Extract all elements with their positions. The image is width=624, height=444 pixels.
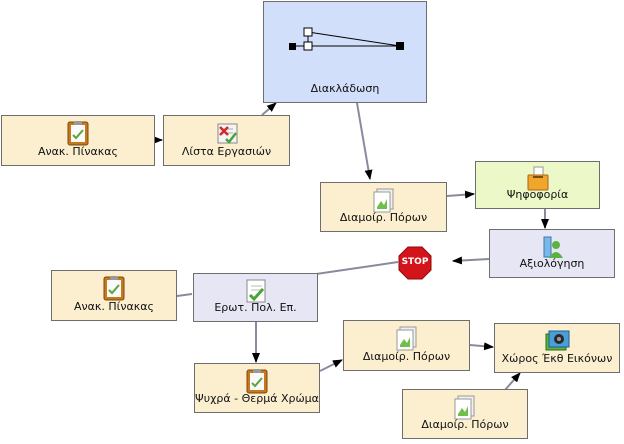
node-label: Ανακ. Πίνακας <box>38 145 118 158</box>
task-list-icon <box>217 123 237 144</box>
node-label: Διαμοίρ. Πόρων <box>339 211 428 224</box>
clipboard-icon <box>67 121 89 146</box>
activity-warm-cold-colors[interactable]: Ψυχρά - Θερμά Χρώμα <box>194 363 320 413</box>
node-label: Χώρος Έκθ Εικόνων <box>501 352 613 365</box>
assessment-icon <box>543 236 563 258</box>
image-gallery-icon <box>545 330 570 351</box>
node-label: Ανακ. Πίνακας <box>74 300 154 313</box>
node-label: Διαμοίρ. Πόρων <box>362 350 451 363</box>
edge-share1-voting <box>446 190 475 199</box>
node-label: Διακλάδωση <box>310 82 380 95</box>
activity-share-resources-3[interactable]: Διαμοίρ. Πόρων <box>402 389 528 439</box>
node-label: Αξιολόγηση <box>519 257 585 270</box>
edge-warm-share2 <box>319 359 343 372</box>
activity-task-list[interactable]: Λίστα Εργασιών <box>163 115 290 166</box>
activity-image-gallery[interactable]: Χώρος Έκθ Εικόνων <box>494 323 620 373</box>
share-resources-icon <box>454 395 475 420</box>
clipboard-icon <box>246 369 268 394</box>
node-label: Λίστα Εργασιών <box>181 145 272 158</box>
activity-voting[interactable]: Ψηφοφορία <box>475 161 600 209</box>
activity-mc-questions[interactable]: Ερωτ. Πολ. Επ. <box>193 273 318 322</box>
share-resources-icon <box>373 188 393 213</box>
stop-label: STOP <box>401 257 429 267</box>
edge-board2-mcq <box>176 293 193 297</box>
activity-board-read-1[interactable]: Ανακ. Πίνακας <box>1 115 155 166</box>
activity-share-resources-1[interactable]: Διαμοίρ. Πόρων <box>320 182 447 232</box>
activity-board-read-2[interactable]: Ανακ. Πίνακας <box>51 270 177 321</box>
branching-icon <box>289 27 404 51</box>
edge-tasklist-branch <box>261 102 277 116</box>
clipboard-icon <box>103 276 125 301</box>
voting-icon <box>527 166 548 191</box>
checklist-icon <box>246 279 265 303</box>
node-label: Ψηφοφορία <box>506 188 569 201</box>
activity-branching[interactable]: Διακλάδωση <box>263 1 427 103</box>
share-resources-icon <box>396 326 416 351</box>
node-label: Ψυχρά - Θερμά Χρώμα <box>195 392 319 405</box>
edge-share3-image <box>504 372 521 391</box>
edge-assess-stop <box>452 256 490 265</box>
activity-share-resources-2[interactable]: Διαμοίρ. Πόρων <box>343 320 470 371</box>
node-label: Ερωτ. Πολ. Επ. <box>214 301 297 314</box>
activity-assessment[interactable]: Αξιολόγηση <box>489 229 615 278</box>
node-label: Διαμοίρ. Πόρων <box>421 418 509 431</box>
edge-share2-image <box>469 342 494 351</box>
stop-sign-icon[interactable]: STOP <box>398 246 432 280</box>
edge-branch-share1 <box>356 102 373 180</box>
